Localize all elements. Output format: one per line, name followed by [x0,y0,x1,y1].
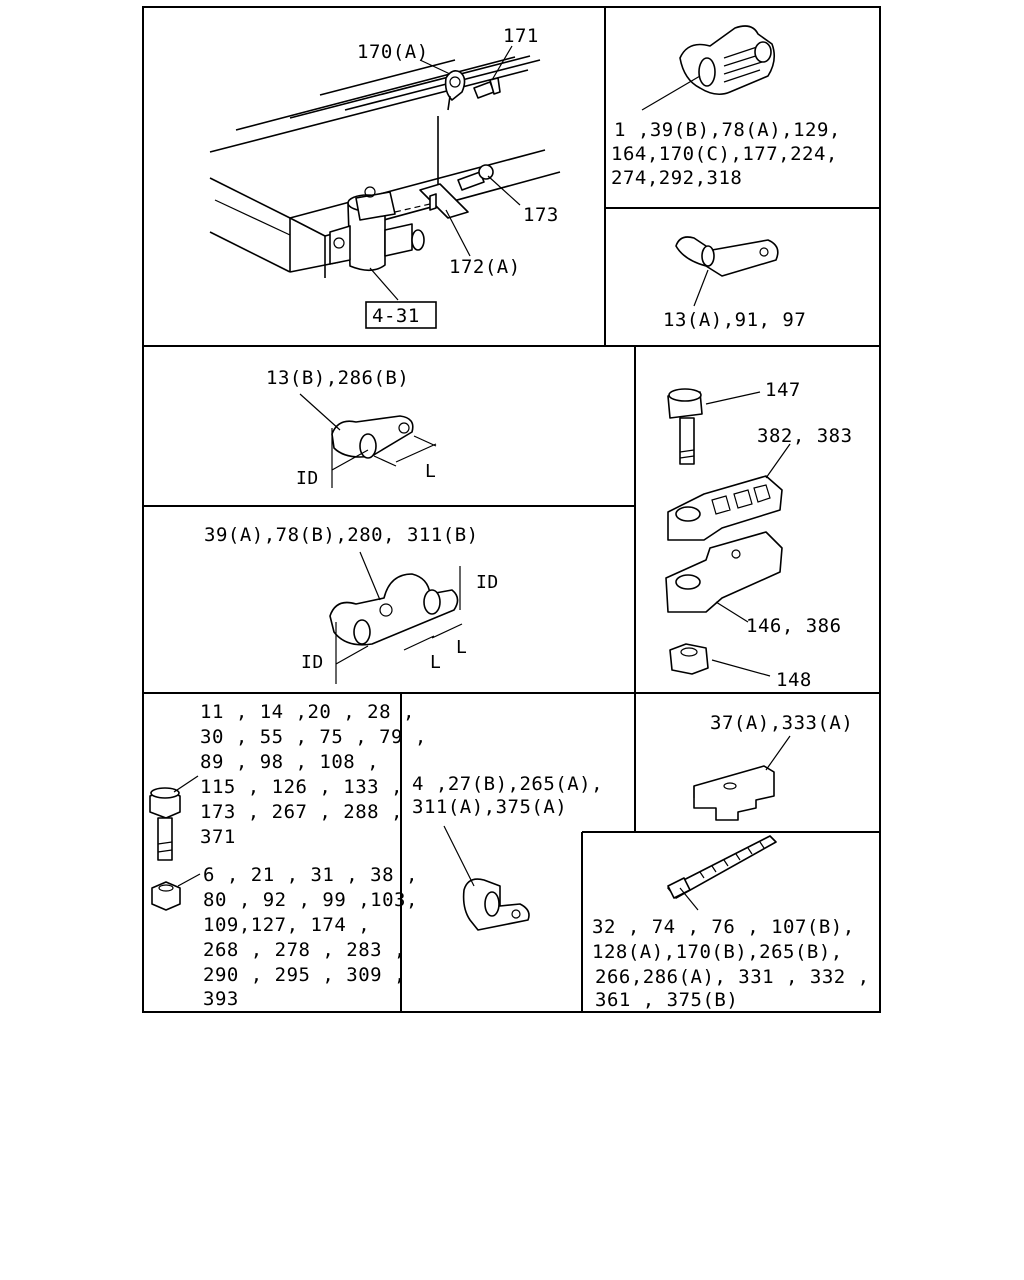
callout-146-386: 146, 386 [746,615,842,637]
reference-box-label: 4-31 [372,305,420,327]
bracket-170a-drawing [437,70,466,200]
nut-list-line-2: 80 , 92 , 99 ,103, [203,889,418,911]
panel-bottom-right-1: 37(A),333(A) [693,712,853,821]
bolt-173-drawing [457,164,494,191]
callout-173: 173 [523,204,559,226]
cable-tie-drawing [667,835,777,899]
leader-single-clip [299,393,341,431]
leader-lines-top-left [369,45,521,301]
callout-148: 148 [776,669,812,691]
clip-double-title: 39(A),78(B),280, 311(B) [204,524,479,546]
callout-147: 147 [765,379,801,401]
callout-171: 171 [503,25,539,47]
panel-bottom-mid: 4 ,27(B),265(A), 311(A),375(A) [412,773,603,931]
leader-147 [705,391,761,405]
panel-frames [142,6,881,1013]
cable-clip-drawing [679,25,776,96]
clip-parts-line-3: 274,292,318 [611,167,742,189]
bolt-drawing [149,787,181,861]
nut-list-line-5: 290 , 295 , 309 , [203,964,406,986]
panel-mid-left-2: 39(A),78(B),280, 311(B) ID ID L L [204,524,499,684]
single-clip-drawing [331,415,414,459]
dimension-lines-double [335,566,463,684]
panel-bottom-right-2: 32 , 74 , 76 , 107(B), 128(A),170(B),265… [592,835,870,1011]
bracket-parts-line: 37(A),333(A) [710,712,853,734]
clamp-lower-drawing [665,531,783,613]
nut-drawing [151,881,181,911]
bolt-list-line-3: 89 , 98 , 108 , [200,751,379,773]
callout-170a: 170(A) [357,41,429,63]
clip-parts-line-1: 1 ,39(B),78(A),129, [614,119,841,141]
loop-clamp-line-2: 311(A),375(A) [412,796,567,818]
bolt-list-line-6: 371 [200,826,236,848]
bolt-147-drawing [667,388,703,465]
bracket-drawing [693,765,775,821]
dim-id-label: ID [296,468,319,489]
panel-top-right-2: 13(A),91, 97 [663,236,806,331]
leader-tab-clamp [693,269,709,307]
panel-mid-left-1: 13(B),286(B) ID L [266,367,437,489]
tie-parts-line-2: 128(A),170(B),265(B), [592,941,843,963]
leader-clip [641,75,701,111]
nut-list-line-3: 109,127, 174 , [203,914,370,936]
tie-parts-line-1: 32 , 74 , 76 , 107(B), [592,916,855,938]
bolt-list-line-1: 11 , 14 ,20 , 28 , [200,701,415,723]
tab-clamp-drawing [675,236,779,277]
dim-l-label: L [425,461,436,482]
tie-parts-line-4: 361 , 375(B) [595,989,738,1011]
nut-list-line-6: 393 [203,988,239,1010]
dimension-lines-single [331,428,437,488]
nut-148-drawing [669,643,709,675]
dim-id-bottom-label: ID [301,652,324,673]
bolt-list-line-2: 30 , 55 , 75 , 79 , [200,726,427,748]
dim-l1-label: L [430,652,441,673]
leader-382 [765,443,791,479]
dim-id-top-label: ID [476,572,499,593]
solenoid-valve-drawing [329,186,431,272]
clamp-upper-drawing [667,475,783,541]
panel-mid-right: 147 382, 383 146, 386 148 [665,379,853,691]
bolt-list-line-5: 173 , 267 , 288 , [200,801,403,823]
double-clip-drawing [329,573,459,646]
bolt-171-drawing [473,77,501,99]
leader-148 [711,659,771,677]
bracket-172a-drawing [419,183,469,219]
reference-box [365,301,437,329]
tie-parts-line-3: 266,286(A), 331 , 332 , [595,966,870,988]
panel-top-left: 170(A) 171 173 172(A) 4-31 [209,25,561,329]
bolt-list-line-4: 115 , 126 , 133 , [200,776,403,798]
leader-double-clip [359,551,381,601]
leader-146 [715,601,749,623]
tab-clamp-parts-line: 13(A),91, 97 [663,309,806,331]
clip-parts-line-2: 164,170(C),177,224, [611,143,838,165]
loop-clamp-drawing [462,878,530,931]
loop-clamp-line-1: 4 ,27(B),265(A), [412,773,603,795]
dim-l2-label: L [456,637,467,658]
clip-single-title: 13(B),286(B) [266,367,409,389]
nut-list-line-4: 268 , 278 , 283 , [203,939,406,961]
leader-nut-list [177,873,201,887]
leader-cable-tie [679,887,699,911]
panel-top-right-1: 1 ,39(B),78(A),129, 164,170(C),177,224, … [611,25,841,189]
callout-172a: 172(A) [449,256,521,278]
leader-bolt-list [173,775,199,793]
nut-list-line-1: 6 , 21 , 31 , 38 , [203,864,418,886]
leader-loop-clamp [443,825,475,887]
panel-bottom-left: 11 , 14 ,20 , 28 , 30 , 55 , 75 , 79 , 8… [149,701,427,1010]
leader-bracket [765,735,791,771]
callout-382-383: 382, 383 [757,425,853,447]
